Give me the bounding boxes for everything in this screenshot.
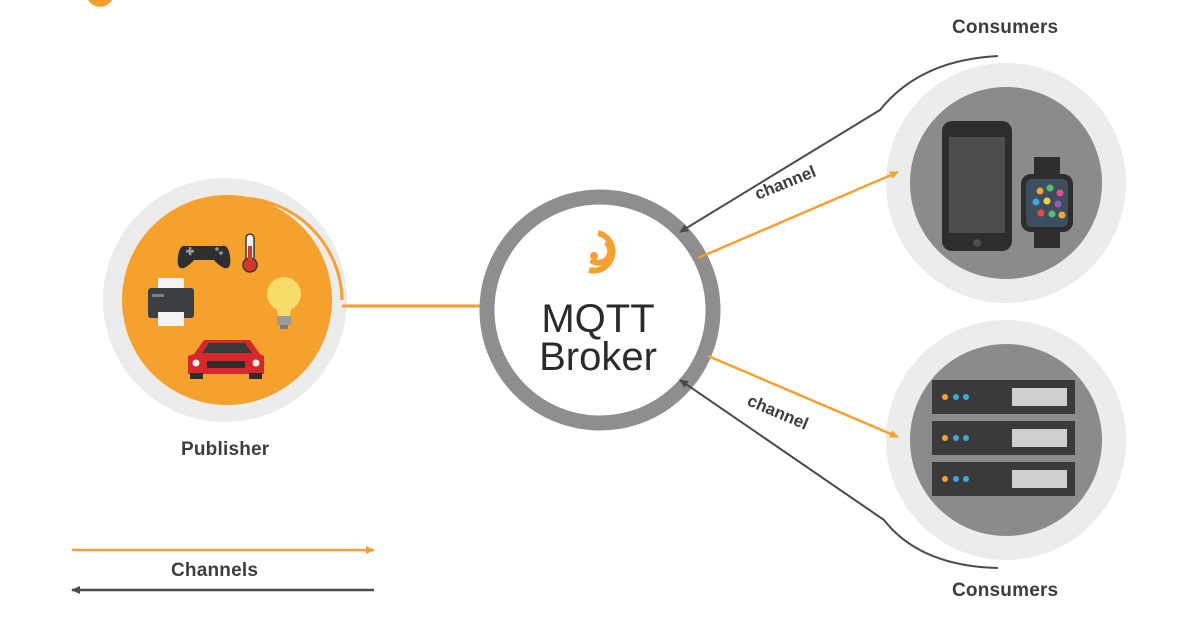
publisher-circle — [122, 195, 332, 405]
publisher-arc — [231, 196, 344, 301]
consumers-top-label: Consumers — [952, 17, 1059, 38]
corner-fragment — [88, 0, 112, 7]
broker-ring — [479, 189, 721, 431]
publisher-label: Publisher — [181, 439, 270, 460]
consumers-bottom-label: Consumers — [952, 580, 1059, 601]
printer-icon — [148, 278, 194, 326]
mqtt-logo-icon — [588, 230, 616, 274]
consumer-bottom-to-broker-arrow — [679, 379, 999, 569]
broker-label: MQTT Broker — [498, 297, 698, 379]
broker-to-consumer-bottom-arrow — [707, 354, 899, 439]
lightbulb-icon — [267, 277, 301, 329]
consumer-top-to-broker-arrow — [679, 55, 999, 233]
legend-label: Channels — [171, 560, 259, 581]
publisher-node — [103, 178, 347, 422]
consumer-bottom-node — [886, 320, 1126, 560]
smartphone-icon — [942, 121, 1012, 251]
gamepad-icon — [177, 245, 231, 269]
car-icon — [188, 340, 264, 379]
broker-label-line1: MQTT — [541, 297, 655, 341]
broker-to-consumer-top-arrow — [697, 170, 899, 260]
smartwatch-icon — [1021, 157, 1073, 248]
server-rack-icon — [932, 380, 1075, 496]
broker-label-line2: Broker — [539, 335, 657, 379]
broker-node — [479, 189, 721, 431]
consumer-top-node — [886, 63, 1126, 303]
thermometer-icon — [242, 233, 258, 273]
